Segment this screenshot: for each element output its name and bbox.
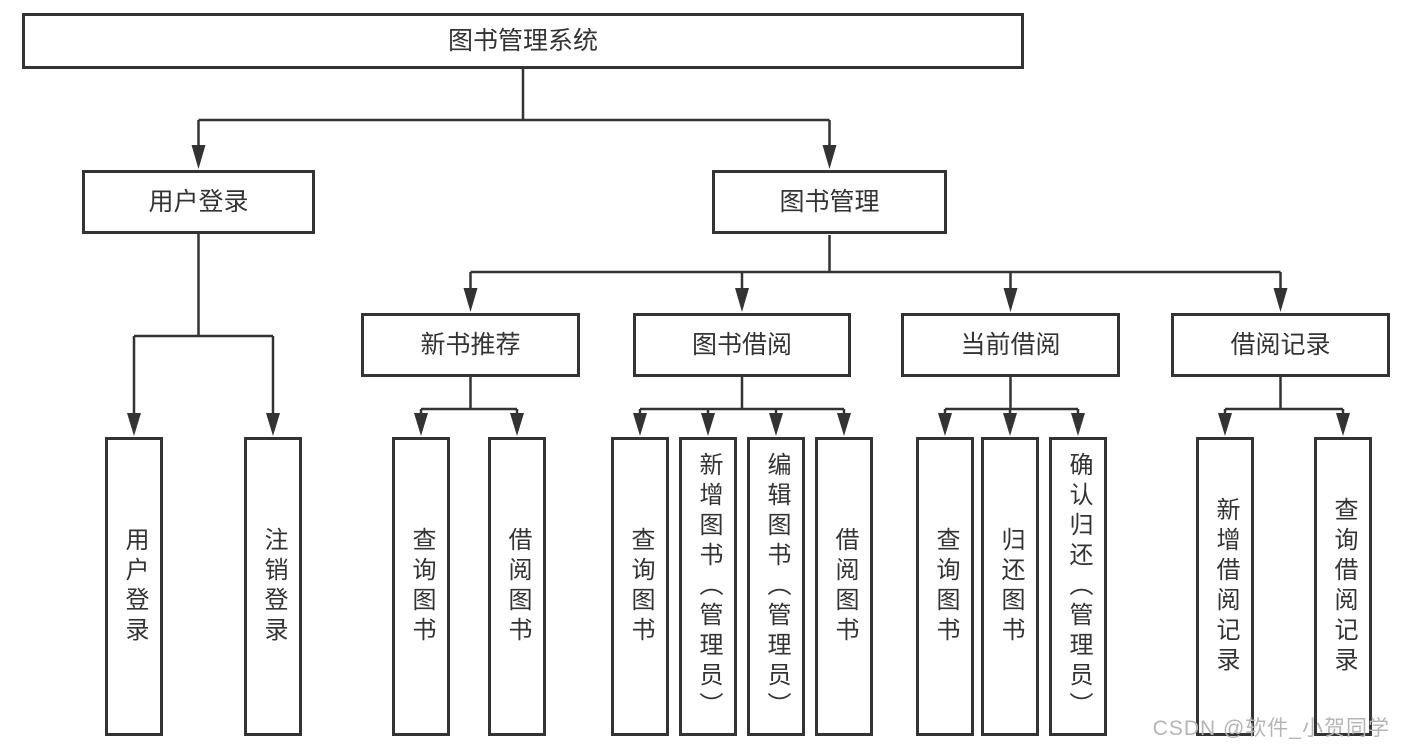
connector-new-book-recommend [419,377,519,415]
leaf-label: 用户登录 [121,526,148,647]
leaf-label: 编辑图书（管理员） [763,451,790,722]
leaf-query-book-2: 查询图书 [611,437,669,736]
leaf-query-book-1: 查询图书 [392,437,450,736]
node-current-borrow: 当前借阅 [901,313,1120,377]
arrowheads [127,145,1350,436]
leaf-label: 新增借阅记录 [1212,496,1239,677]
node-borrow-records: 借阅记录 [1171,313,1390,377]
leaf-query-book-3: 查询图书 [916,437,974,736]
leaf-confirm-return-admin: 确认归还（管理员） [1049,437,1107,736]
leaf-label: 查询图书 [932,526,959,647]
leaf-edit-book-admin: 编辑图书（管理员） [747,437,805,736]
leaf-label: 借阅图书 [831,526,858,647]
connector-user-login [132,234,275,414]
csdn-watermark: CSDN @软件_小贺同学 [1152,717,1390,740]
leaf-label: 注销登录 [260,526,287,647]
node-book-borrow: 图书借阅 [633,313,851,377]
leaf-label: 查询借阅记录 [1330,496,1357,677]
leaf-label: 查询图书 [627,526,654,647]
connector-current-borrow [943,377,1080,415]
leaf-query-borrow-record: 查询借阅记录 [1314,437,1372,736]
node-new-book-recommend: 新书推荐 [361,313,580,377]
node-root: 图书管理系统 [22,13,1024,69]
leaf-label: 新增图书（管理员） [695,451,722,722]
leaf-label: 确认归还（管理员） [1065,451,1092,722]
leaf-add-book-admin: 新增图书（管理员） [679,437,737,736]
connector-root-to-level2 [197,69,831,146]
leaf-label: 借阅图书 [504,526,531,647]
node-user-login: 用户登录 [82,170,315,234]
connector-book-borrow [638,377,846,415]
leaf-user-login: 用户登录 [105,437,163,736]
leaf-label: 查询图书 [408,526,435,647]
leaf-borrow-book-1: 借阅图书 [488,437,546,736]
leaf-add-borrow-record: 新增借阅记录 [1196,437,1254,736]
leaf-borrow-book-2: 借阅图书 [815,437,873,736]
connector-borrow-records [1223,377,1345,415]
leaf-label: 归还图书 [997,526,1024,647]
leaf-logout: 注销登录 [244,437,302,736]
node-book-management: 图书管理 [712,170,947,234]
connector-book-management [469,235,1282,289]
leaf-return-book: 归还图书 [981,437,1039,736]
